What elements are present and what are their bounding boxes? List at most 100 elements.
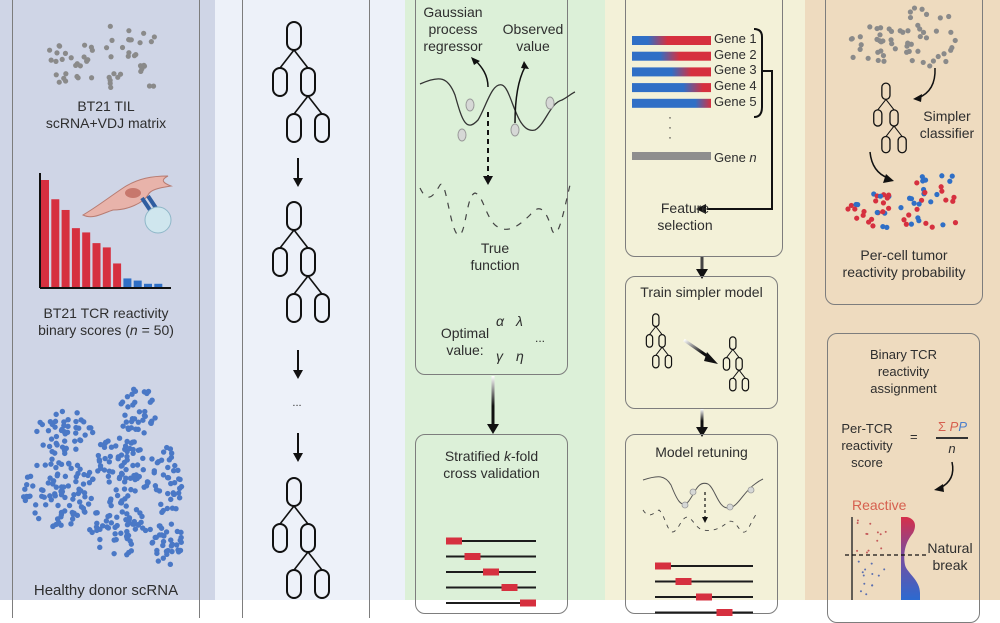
scatter-dot (929, 224, 935, 230)
gene-n-italic: n (749, 150, 757, 165)
gp-line3: regressor (423, 38, 483, 54)
healthy-cell-dot (97, 441, 104, 448)
tcr-score-dot (876, 531, 879, 534)
scatter-dot (907, 14, 914, 21)
scatter-dot (150, 83, 157, 89)
tree-leaf-node (652, 354, 660, 369)
tcr-score-dot (877, 574, 880, 577)
healthy-cell-dot (131, 416, 138, 422)
scatter-dot (875, 57, 881, 64)
healthy-cell-dot (165, 464, 171, 471)
scatter-dot (857, 46, 863, 52)
healthy-cell-dot (105, 438, 111, 444)
curved-arrow-to-plot (934, 461, 954, 492)
healthy-cell-dot (74, 462, 81, 469)
tree-edge (877, 99, 887, 111)
scatter-dot (48, 57, 54, 63)
scatter-dot (109, 37, 115, 43)
healthy-cell-dot (61, 438, 68, 444)
arrow-to-retune (696, 409, 708, 437)
retune-gp-curve (642, 476, 764, 509)
true-fn-line2: function (470, 257, 520, 273)
healthy-cell-dot (66, 461, 72, 467)
binary-line3: assignment (870, 381, 937, 396)
gene-bracket (696, 28, 773, 214)
scatter-dot (948, 29, 954, 35)
tcr-score-dot (876, 539, 879, 542)
tree-edge (732, 369, 740, 379)
scatter-dot (151, 34, 157, 40)
dashed-arrowhead (483, 176, 493, 185)
decision-tree-2 (272, 201, 330, 323)
scatter-dot (855, 202, 861, 208)
healthy-cell-dot (88, 495, 94, 502)
column-2-background (215, 0, 405, 600)
healthy-cell-dot (65, 483, 72, 489)
scatter-dot (903, 221, 909, 227)
healthy-cell-dot (168, 450, 175, 456)
scatter-dot (59, 56, 65, 63)
validation-fold (716, 609, 733, 616)
scatter-dot (914, 180, 920, 186)
pp-p1: P (949, 419, 959, 434)
healthy-cell-dot (125, 425, 131, 431)
healthy-cell-dot (97, 526, 103, 533)
healthy-cell-dot (160, 542, 166, 549)
scores-label-post: = 50) (137, 322, 174, 338)
healthy-cell-dot (69, 516, 76, 522)
healthy-cell-dot (154, 550, 160, 557)
healthy-cell-dot (165, 490, 171, 497)
healthy-cell-dot (48, 436, 55, 442)
healthy-cell-dot (56, 460, 62, 466)
healthy-cell-dot (125, 404, 131, 410)
tree-leaf-node (272, 67, 288, 97)
til-label-line1: BT21 TIL (77, 98, 135, 114)
scatter-dot (81, 42, 88, 48)
healthy-cell-dot (55, 502, 61, 509)
healthy-cell-dot (136, 409, 143, 415)
gene-label: Gene 4 (714, 78, 757, 94)
gp-regressor-label: Gaussian process regressor (418, 4, 488, 55)
healthy-cell-dot (53, 433, 60, 440)
retune-dashed-arrowhead (702, 517, 708, 523)
healthy-cell-dot (153, 534, 159, 541)
healthy-cell-dot (82, 494, 88, 500)
tcr-score-dot (871, 572, 874, 575)
classifier-panel (825, 0, 983, 305)
nonreactive-bar (144, 283, 152, 287)
scatter-dot (53, 58, 59, 64)
tree-leaf-node (741, 377, 750, 392)
tcr-receptor (140, 196, 152, 212)
gene-bar (632, 98, 711, 108)
scatter-dot (133, 51, 139, 58)
cell-nucleus (125, 188, 141, 198)
denominator-n: n (948, 441, 956, 456)
healthy-cell-dot (122, 496, 128, 502)
scatter-dot (952, 220, 959, 226)
arrow-down-1 (293, 158, 303, 187)
healthy-cell-dot (123, 419, 130, 425)
healthy-cell-dot (52, 424, 58, 430)
healthy-cell-dot (176, 476, 182, 482)
healthy-cell-dot (128, 440, 134, 446)
scatter-dot (874, 25, 880, 32)
tree-leaf-node (272, 523, 288, 553)
healthy-cell-dot (35, 515, 42, 522)
scatter-dot (868, 216, 875, 222)
tree-edge (738, 369, 746, 379)
tree-leaf-node (286, 569, 302, 599)
gene-label: Gene 2 (714, 46, 757, 62)
healthy-cell-dot (86, 479, 93, 486)
tree-edge (279, 229, 295, 249)
healthy-cell-dot (158, 457, 165, 463)
healthy-cell-dot (118, 470, 125, 477)
healthy-cell-dot (160, 449, 167, 455)
retune-observed-point (681, 501, 689, 509)
healthy-cell-dot (141, 484, 147, 490)
scatter-dot (946, 13, 952, 20)
tree-split-node (300, 67, 316, 97)
scatter-dot (939, 173, 945, 179)
input-data-panel (12, 0, 200, 618)
feature-selection-panel (625, 0, 783, 257)
tcr-score-dot (863, 582, 866, 585)
